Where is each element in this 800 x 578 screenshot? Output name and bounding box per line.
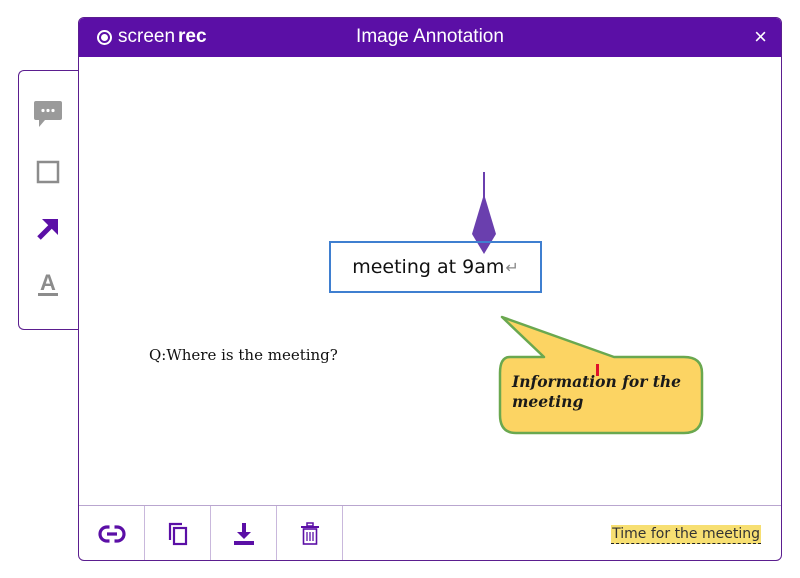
trash-icon [300, 521, 319, 545]
close-icon[interactable]: × [754, 24, 767, 49]
annotation-canvas[interactable]: meeting at 9am↵ Q:Where is the meeting? … [79, 57, 781, 505]
brand-text: screen [118, 26, 176, 47]
annotation-toolbar: A [18, 70, 80, 330]
caption-text[interactable]: Time for the meeting [611, 525, 761, 544]
text-tool[interactable]: A [33, 269, 63, 299]
window-title: Image Annotation [356, 26, 504, 47]
download-button[interactable] [211, 506, 277, 560]
brand-text-bold: rec [178, 26, 207, 47]
boxed-text: meeting at 9am [352, 256, 505, 278]
speech-bubble-icon [34, 101, 62, 127]
comment-tool[interactable] [33, 99, 63, 129]
copy-icon [168, 522, 187, 545]
footer-toolbar: Time for the meeting [79, 505, 781, 560]
callout-annotation[interactable] [494, 315, 709, 440]
link-icon [97, 524, 126, 543]
copy-link-button[interactable] [79, 506, 145, 560]
text-cursor [596, 364, 599, 376]
arrow-tool[interactable] [33, 214, 63, 244]
text-a-icon: A [38, 270, 58, 296]
rectangle-annotation[interactable]: meeting at 9am↵ [329, 241, 542, 293]
record-dot-icon [97, 29, 112, 45]
rectangle-tool[interactable] [33, 157, 63, 187]
copy-image-button[interactable] [145, 506, 211, 560]
arrow-up-right-icon [37, 219, 58, 240]
down-arrow-annotation[interactable] [469, 172, 499, 257]
download-icon [233, 522, 254, 545]
callout-text: Information for the meeting [512, 372, 682, 411]
square-icon [36, 160, 60, 184]
question-text: Q:Where is the meeting? [149, 346, 338, 364]
return-symbol: ↵ [505, 257, 519, 277]
delete-button[interactable] [277, 506, 343, 560]
svg-text:A: A [40, 270, 56, 295]
